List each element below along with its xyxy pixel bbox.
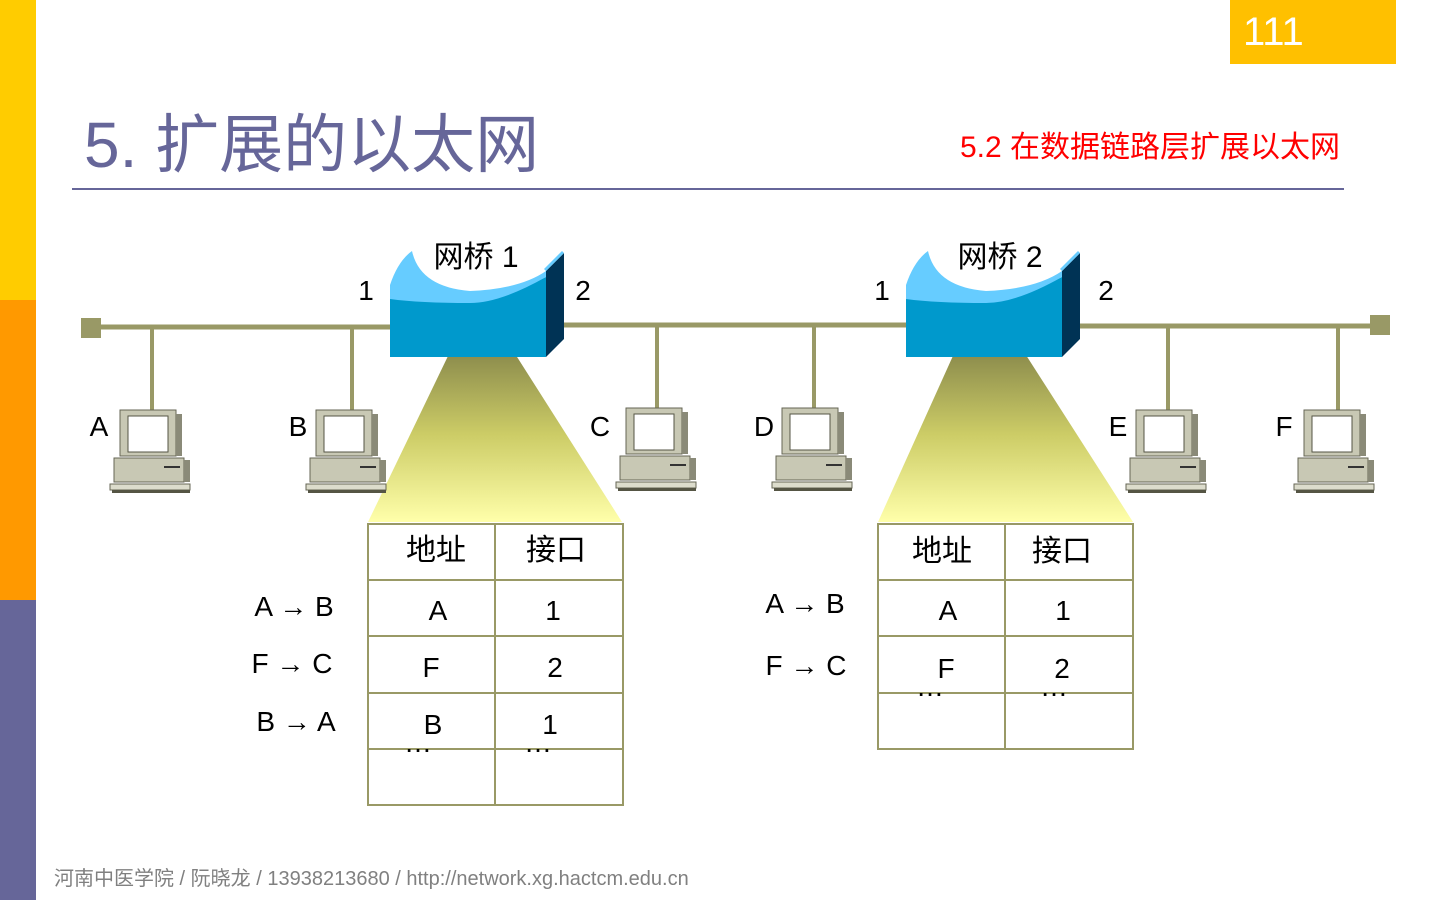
side-bar-yellow [0,0,36,300]
table2-frame-2: F → C [766,650,847,681]
table1-header-port: 接口 [526,534,586,567]
title-underline [72,188,1344,190]
table1-header-address: 地址 [406,534,466,567]
bridge1-forwarding-table [367,523,624,806]
bridge2-forwarding-table [877,523,1134,750]
table1-row2-address: F [422,652,439,683]
table1-row3-address: B [424,709,443,740]
host-label-c: C [590,411,610,442]
computer-icon [615,407,697,492]
slide-title: 5. 扩展的以太网 [84,109,540,181]
table2-row1-address: A [939,595,958,626]
table2-header-address: 地址 [912,535,972,568]
side-bar-orange [0,300,36,600]
page-number-box [1230,0,1396,64]
table2-row2-address: F [937,653,954,684]
bridge2-beam [878,327,1133,522]
computer-icon [1293,409,1375,494]
table1-ellipsis-port: … [524,727,552,758]
table1-ellipsis-address: … [404,727,432,758]
bridge1-port-left: 1 [358,275,374,306]
table1-row1-port: 1 [545,595,561,626]
host-label-e: E [1109,411,1128,442]
host-label-d: D [754,411,774,442]
table1-row2-port: 2 [547,652,563,683]
computer-icon [1125,409,1207,494]
footer-text: 河南中医学院 / 阮晓龙 / 13938213680 / http://netw… [54,868,689,890]
table2-ellipsis-port: … [1040,671,1068,702]
table1-frame-3: B → A [256,706,336,737]
table2-ellipsis-address: … [916,671,944,702]
computer-icon [305,409,387,494]
bridge2-label: 网桥 2 [957,241,1042,274]
computer-icon [109,409,191,494]
bridge1-label: 网桥 1 [433,241,518,274]
table1-frame-2: F → C [252,648,333,679]
host-label-a: A [90,411,109,442]
bridge1-port-right: 2 [575,275,591,306]
table1-frame-1: A → B [254,591,333,622]
computer-icon [771,407,853,492]
table1-row3-port: 1 [542,709,558,740]
bridge1-beam [368,327,622,522]
slide-subtitle: 5.2 在数据链路层扩展以太网 [959,131,1340,164]
table2-header-port: 接口 [1032,535,1092,568]
side-bar-purple [0,600,36,900]
table2-row2-port: 2 [1054,653,1070,684]
page-number: 111 [1243,10,1304,54]
bridge2-port-left: 1 [874,275,890,306]
bridge2-port-right: 2 [1098,275,1114,306]
table1-row1-address: A [429,595,448,626]
table2-row1-port: 1 [1055,595,1071,626]
table2-frame-1: A → B [765,588,844,619]
host-label-f: F [1275,411,1292,442]
terminator-right [1370,315,1390,335]
terminator-left [81,318,101,338]
host-label-b: B [289,411,308,442]
